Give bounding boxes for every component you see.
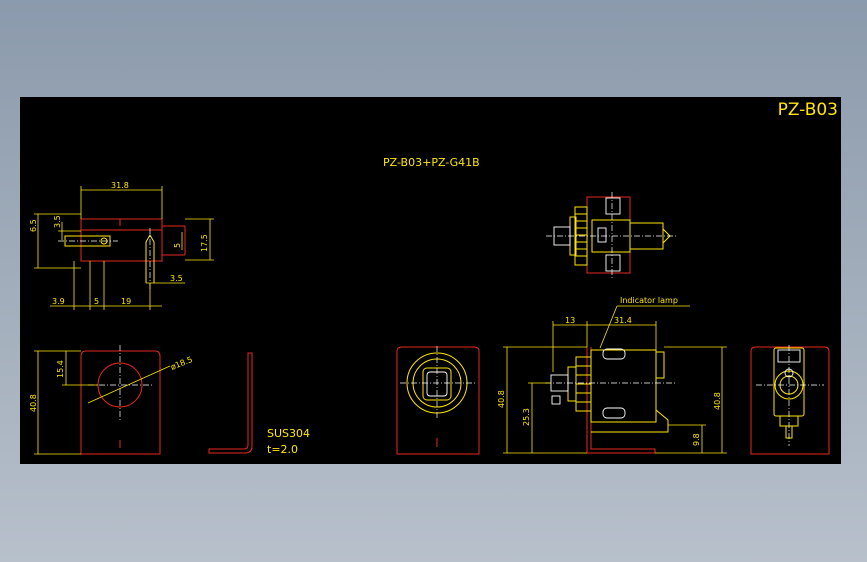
assembly-top-view (546, 192, 676, 280)
dim-bottom-5: 5 (94, 297, 99, 306)
front-view-outline (80, 350, 161, 455)
dim-right-5: 5 (173, 243, 182, 248)
dim-19: 19 (121, 297, 131, 306)
dim-6-5: 6.5 (29, 219, 38, 232)
dim-9-8: 9.8 (692, 433, 701, 446)
bent-profile (208, 352, 253, 454)
top-view-outline (80, 218, 163, 262)
dim-top-width: 31.8 (111, 181, 129, 190)
top-view-pin (145, 233, 155, 283)
dim-17-5: 17.5 (200, 234, 209, 252)
part-number-title: PZ-B03 (778, 100, 838, 120)
dim-side-13: 13 (565, 316, 575, 325)
assembly-title: PZ-B03+PZ-G41B (383, 156, 480, 169)
assembly-front-view (396, 346, 480, 455)
dim-3-9: 3.9 (52, 297, 65, 306)
dim-side-right-40-8: 40.8 (713, 392, 722, 410)
front-view (34, 345, 171, 455)
dim-25-3: 25.3 (522, 408, 531, 426)
indicator-lamp-callout: Indicator lamp (620, 296, 678, 305)
assembly-side-view (503, 305, 727, 454)
drawing-sheet (20, 97, 841, 464)
dim-side-left-40-8: 40.8 (497, 390, 506, 408)
dim-right-3-5: 3.5 (170, 274, 183, 283)
dim-side-31-4: 31.4 (614, 316, 632, 325)
top-view (34, 186, 214, 310)
dim-left-3-5: 3.5 (53, 215, 62, 228)
assembly-rear-view (750, 345, 830, 455)
thickness-label: t=2.0 (267, 443, 298, 456)
dim-15-4: 15.4 (56, 360, 65, 378)
dim-front-40-8: 40.8 (29, 394, 38, 412)
material-label: SUS304 (267, 427, 310, 440)
